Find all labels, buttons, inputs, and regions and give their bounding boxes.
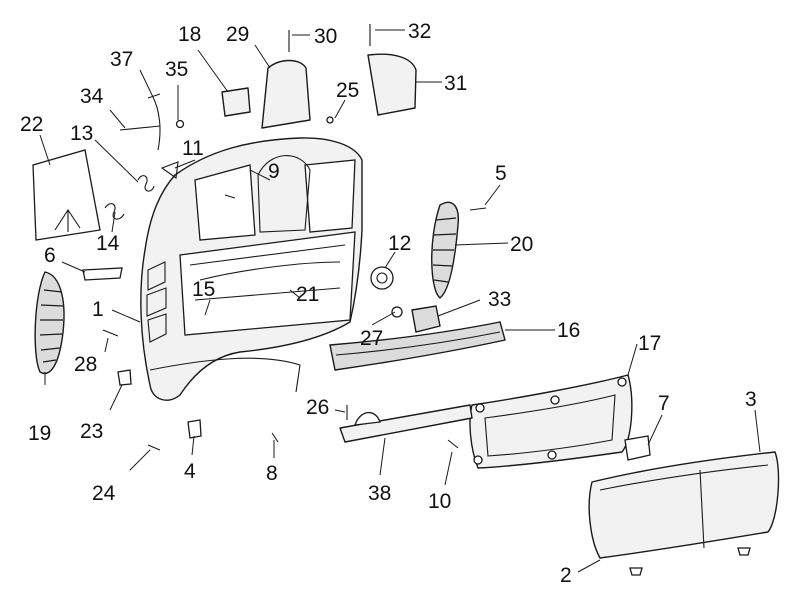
part-17-plate: [469, 374, 633, 469]
callout-1: 1: [92, 298, 104, 321]
callout-29: 29: [226, 23, 249, 46]
callout-11: 11: [182, 137, 204, 160]
part-4-clip: [187, 419, 202, 439]
callout-22: 22: [20, 113, 43, 136]
part-37-arm: [147, 93, 161, 151]
callout-23: 23: [80, 420, 103, 443]
callout-19: 19: [28, 422, 51, 445]
callout-20: 20: [510, 233, 533, 256]
part-7-bracket: [624, 435, 651, 461]
screws: [102, 24, 487, 451]
callout-30: 30: [314, 25, 337, 48]
part-29-cover: [261, 59, 311, 129]
callout-26: 26: [306, 396, 329, 419]
callout-8: 8: [266, 462, 278, 485]
callout-4: 4: [184, 460, 196, 483]
callout-16: 16: [557, 319, 580, 342]
callout-34: 34: [80, 85, 104, 108]
part-12-fitting: [370, 266, 394, 290]
part-3-front-cover: [588, 451, 780, 576]
callout-37: 37: [110, 48, 133, 71]
callout-5: 5: [495, 162, 507, 185]
part-14-spring: [104, 203, 125, 220]
callout-3: 3: [745, 388, 757, 411]
part-16-trim-strip: [329, 321, 506, 371]
part-6-clip: [82, 267, 123, 281]
callout-13: 13: [70, 122, 93, 145]
callout-27: 27: [360, 327, 383, 350]
callout-18: 18: [178, 23, 201, 46]
part-38-bracket: [339, 404, 473, 443]
part-13-spring: [137, 175, 155, 192]
callout-15: 15: [192, 278, 215, 301]
callout-31: 31: [444, 72, 467, 95]
callout-2: 2: [560, 564, 572, 587]
callout-6: 6: [44, 244, 56, 267]
part-11-hinge: [160, 161, 179, 179]
part-23-clip: [117, 369, 132, 386]
callout-9: 9: [268, 160, 280, 183]
callout-24: 24: [92, 482, 116, 505]
part-22-panel: [32, 149, 101, 241]
callout-10: 10: [428, 490, 451, 513]
part-1-inner-shield: [140, 137, 363, 401]
leader-lines: [39, 29, 761, 573]
callout-17: 17: [638, 332, 661, 355]
part-19-left-grille: [34, 271, 65, 375]
callout-7: 7: [658, 392, 670, 415]
callout-14: 14: [96, 232, 120, 255]
part-31-cover: [367, 53, 417, 116]
callout-labels: 1 2 3 4 5 6 7 8 9 10 11 12 13 14 15 16 1…: [20, 20, 757, 587]
part-33-socket: [411, 305, 441, 333]
part-18-clip: [221, 87, 251, 117]
part-20-right-grille: [431, 201, 459, 299]
callout-35: 35: [165, 58, 188, 81]
callout-25: 25: [336, 79, 359, 102]
callout-38: 38: [368, 482, 391, 505]
callout-32: 32: [408, 20, 431, 43]
callout-28: 28: [74, 353, 97, 376]
callout-21: 21: [296, 283, 319, 306]
callout-12: 12: [388, 232, 411, 255]
callout-33: 33: [488, 288, 511, 311]
